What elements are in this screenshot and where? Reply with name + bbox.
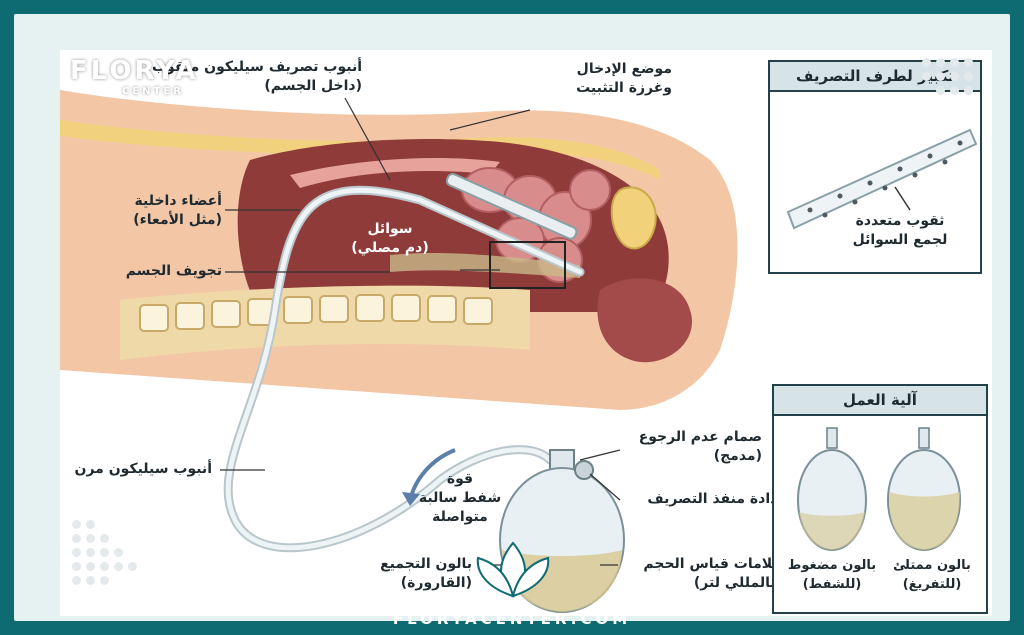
body-cross-section [60, 90, 738, 410]
label-flexible-tube: أنبوب سيليكون مرن [74, 461, 212, 477]
zoom-tube-illustration [786, 128, 978, 230]
perforated-tube-tip [445, 172, 578, 240]
zoom-caption: ثقوب متعددة لجمع السوائل [852, 213, 948, 248]
label-suction: قوة شفط سالبة متواصلة [418, 471, 502, 525]
label-collection-bulb: بالون التجميع (القارورة) [380, 556, 472, 591]
outer-frame: أنبوب تصريف سيليكون مثقوب (داخل الجسم) م… [14, 14, 1010, 621]
spine [120, 285, 530, 360]
peritoneum-shape [290, 158, 500, 188]
leader-lines [220, 97, 621, 566]
decorative-dots-top [922, 58, 982, 118]
zoom-panel: تكبير لطرف التصريف ثقوب متعددة لجمع السو… [768, 60, 982, 274]
brand-logo: FLORYA [70, 56, 199, 86]
label-drain-cap: سدادة منفذ التصريف [647, 491, 792, 507]
drain-cap-icon[interactable] [574, 460, 594, 480]
compressed-bulb-icon [797, 427, 867, 551]
label-body-cavity: تجويف الجسم [125, 263, 222, 279]
holes-pointer-line [894, 186, 911, 211]
drain-holes [807, 140, 963, 218]
label-check-valve: صمام عدم الرجوع (مدمج) [638, 429, 762, 464]
mechanism-bulbs [797, 427, 961, 551]
label-insertion-site: موضع الإدخال وغرزة التثبيت [576, 61, 672, 96]
label-fluids: سوائل (دم مصلي) [351, 221, 429, 256]
diagram-canvas: أنبوب تصريف سيليكون مثقوب (داخل الجسم) م… [60, 50, 992, 616]
zoom-indicator-rect [489, 241, 566, 289]
pelvic-bone [610, 186, 657, 250]
mechanism-panel: آلية العمل بالون مضغوط (للشفط) بالون ممت… [772, 384, 988, 614]
label-volume-marks: علامات قياس الحجم (بالمللي لتر) [643, 556, 782, 591]
fluid-pool [390, 253, 580, 278]
brand-logo-sub: CENTER [122, 86, 184, 97]
decorative-dots-bottom [72, 520, 142, 600]
drain-tube[interactable] [225, 187, 583, 551]
label-perforated-tube: أنبوب تصريف سيليكون مثقوب (داخل الجسم) [151, 59, 362, 94]
anatomy-illustration [60, 90, 738, 613]
mechanism-panel-title: آلية العمل [774, 386, 986, 416]
full-bulb-icon [887, 427, 961, 551]
suction-arrowhead-icon [402, 492, 420, 506]
compressed-bulb-label: بالون مضغوط (للشفط) [787, 558, 877, 592]
label-internal-organs: أعضاء داخلية (مثل الأمعاء) [133, 193, 222, 228]
footer-brand[interactable]: FLORYACENTER.COM [392, 610, 632, 628]
zoom-panel-title: تكبير لطرف التصريف [770, 62, 980, 92]
florya-leaf-logo-icon [476, 541, 550, 598]
full-bulb-label: بالون ممتلئ (للتفريغ) [893, 558, 971, 592]
pelvic-organ [597, 278, 692, 363]
